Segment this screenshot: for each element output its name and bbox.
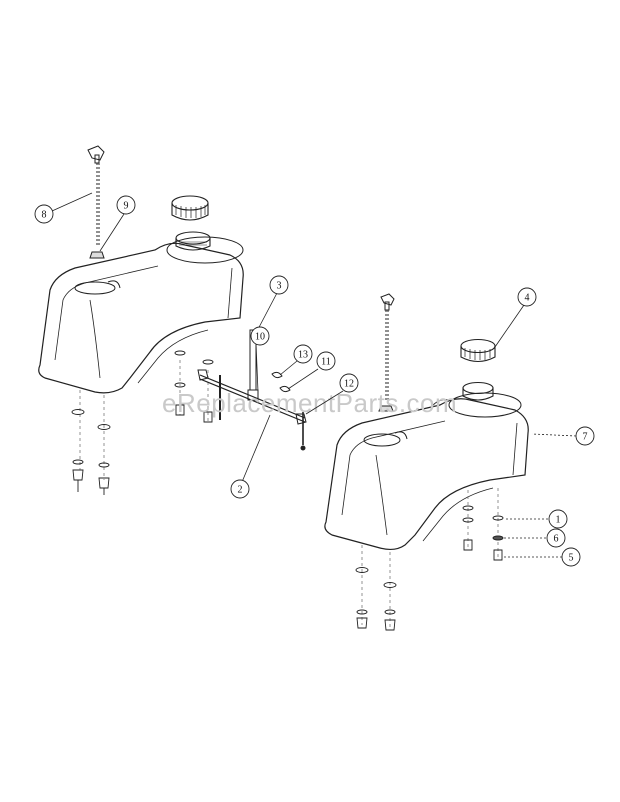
callout-label: 3 xyxy=(277,281,282,292)
callout-label: 11 xyxy=(321,357,331,368)
callout-label: 12 xyxy=(344,379,354,390)
callout-8: 8 xyxy=(34,204,54,224)
callout-label: 5 xyxy=(569,553,574,564)
left-tank-cap xyxy=(171,195,211,251)
right-tank-cap xyxy=(460,338,496,401)
left-fuel-tank xyxy=(38,236,244,394)
callout-label: 2 xyxy=(238,485,243,496)
callout-12: 12 xyxy=(339,373,359,393)
callout-13: 13 xyxy=(293,344,313,364)
callout-label: 10 xyxy=(255,332,265,343)
callout-2: 2 xyxy=(230,479,250,499)
callout-5: 5 xyxy=(561,547,581,567)
watermark: eReplacementParts.com xyxy=(162,388,457,418)
callout-label: 7 xyxy=(583,432,588,443)
right-fuel-tank xyxy=(324,392,529,551)
callout-3: 3 xyxy=(269,275,289,295)
right-vent-valve-assembly xyxy=(378,293,395,412)
left-vent-valve-assembly xyxy=(87,145,105,259)
callout-4: 4 xyxy=(517,287,537,307)
callout-7: 7 xyxy=(575,426,595,446)
callout-label: 6 xyxy=(554,534,559,545)
callout-bubbles: 1 2 3 4 5 6 7 8 xyxy=(34,195,595,567)
callout-label: 4 xyxy=(525,293,530,304)
callout-9: 9 xyxy=(116,195,136,215)
callout-6: 6 xyxy=(546,528,566,548)
callout-1: 1 xyxy=(548,509,568,529)
callout-label: 1 xyxy=(556,515,561,526)
callout-label: 9 xyxy=(124,201,129,212)
callout-leaders xyxy=(51,192,577,558)
callout-label: 8 xyxy=(42,210,47,221)
callout-11: 11 xyxy=(316,351,336,371)
callout-label: 13 xyxy=(298,350,308,361)
right-mounting-hardware xyxy=(355,488,504,631)
callout-10: 10 xyxy=(250,326,270,346)
